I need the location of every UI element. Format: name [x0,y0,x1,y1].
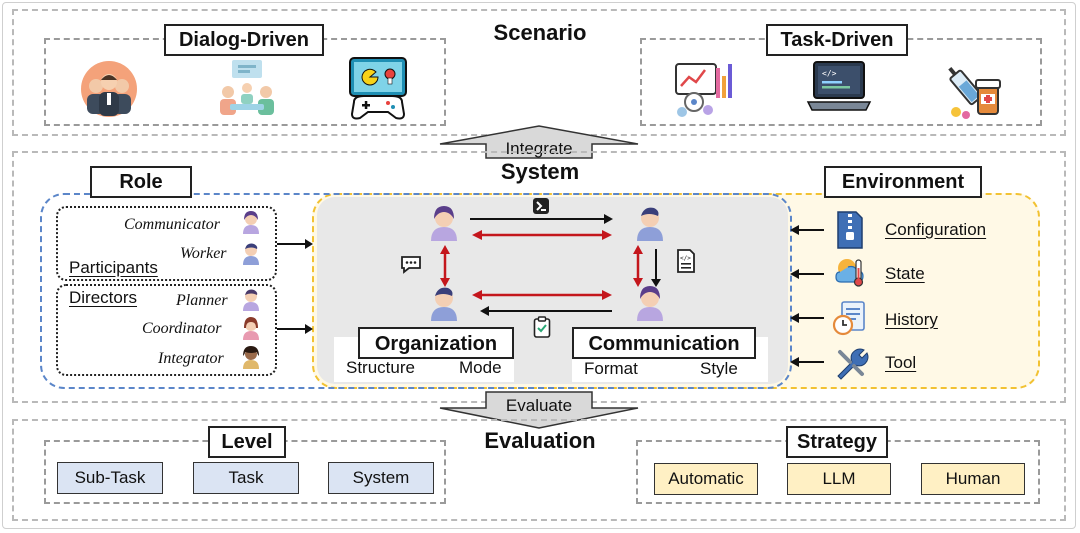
env-history: History [885,310,938,329]
level-system: System [328,462,434,494]
code-laptop-icon: </> [806,61,872,111]
communication-style: Style [700,359,738,378]
dialog-driven-label: Dialog-Driven [164,24,324,56]
organization-title: Organization [358,327,514,359]
participant-worker: Worker [180,245,227,262]
scenario-title: Scenario [493,20,587,45]
evaluate-arrow [439,391,639,429]
clipboard-check-icon [533,316,551,338]
communicator-avatar-icon [243,211,259,234]
director-coordinator: Coordinator [142,320,222,337]
integrate-arrow [439,125,639,159]
chat-bubble-icon [401,256,421,274]
game-console-icon [349,57,407,120]
environment-label: Environment [824,166,982,198]
organization-structure: Structure [346,358,415,377]
env-configuration: Configuration [885,220,987,239]
env-tool: Tool [885,353,917,372]
participants-label: Participants [69,258,158,277]
role-label: Role [90,166,192,198]
config-zip-icon [837,211,863,249]
participants-arrow [277,239,313,249]
directors-label: Directors [69,288,138,307]
director-integrator: Integrator [158,350,224,367]
thermometer-icon [835,259,864,287]
agent-bottom-right-icon [637,286,663,321]
directors-box [56,284,277,376]
code-document-icon: </> [677,249,695,273]
task-driven-label: Task-Driven [766,24,908,56]
agent-top-left-icon [431,206,457,241]
directors-arrow [277,324,313,334]
communication-format: Format [584,359,638,378]
strategy-human: Human [921,463,1025,495]
strategy-label: Strategy [786,426,888,458]
role-area [40,193,792,389]
integrate-label: Integrate [505,139,573,158]
evaluation-section [12,419,1066,521]
level-label: Level [208,426,286,458]
system-title: System [500,159,580,184]
terminal-icon [533,198,549,214]
communication-title: Communication [572,327,756,359]
organization-mode: Mode [459,358,502,377]
env-state: State [885,264,925,283]
svg-text:</>: </> [822,69,837,78]
data-analysis-icon [675,63,732,117]
env-arrows [790,225,824,367]
svg-text:</>: </> [680,255,691,262]
level-task: Task [193,462,299,494]
tool-wrench-icon [837,348,869,380]
evaluation-title: Evaluation [484,428,596,453]
planner-avatar-icon [243,289,259,311]
medicine-icon [948,66,1001,119]
agent-top-right-icon [637,207,663,241]
strategy-automatic: Automatic [654,463,758,495]
people-group-icon [81,61,137,117]
level-subtask: Sub-Task [57,462,163,494]
participants-box [56,206,277,281]
strategy-llm: LLM [787,463,891,495]
agent-bottom-left-icon [431,287,457,321]
evaluate-label: Evaluate [505,396,573,415]
integrator-avatar-icon [243,346,259,369]
meeting-icon [220,60,274,115]
worker-avatar-icon [243,243,259,265]
core-arrows [440,214,661,316]
history-icon [832,301,865,336]
participant-communicator: Communicator [124,216,220,233]
director-planner: Planner [176,292,228,309]
coordinator-avatar-icon [243,317,259,340]
